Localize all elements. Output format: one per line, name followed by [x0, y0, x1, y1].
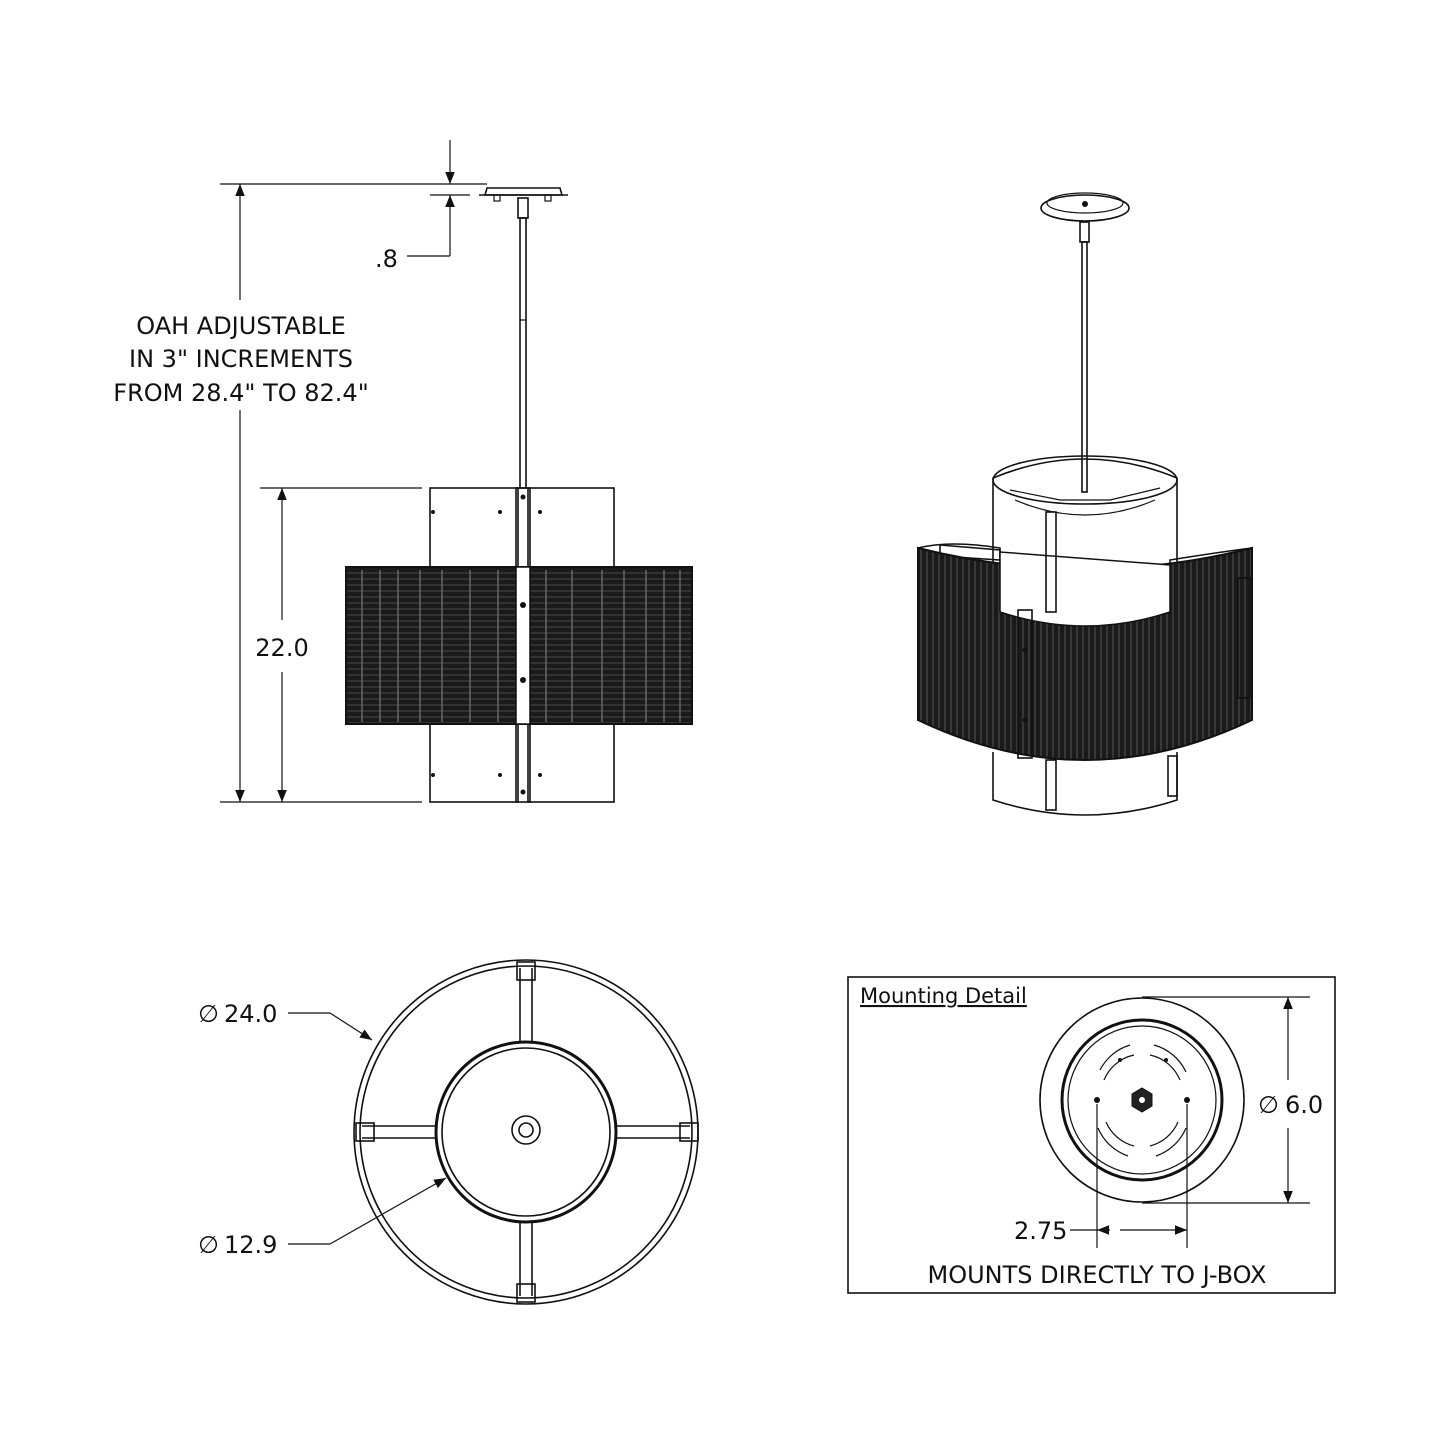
- oah-note-line-3: FROM 28.4" TO 82.4": [113, 379, 368, 407]
- outer-diameter-label: 24.0: [224, 1000, 277, 1028]
- mounting-detail-title: Mounting Detail: [860, 984, 1027, 1008]
- canopy-diameter-symbol: 6.0: [1285, 1091, 1323, 1119]
- stem: [517, 197, 529, 489]
- mounting-detail-frame: [847, 976, 1336, 1294]
- mounting-detail: Mounting Detail 6.0 ∅: [847, 976, 1336, 1294]
- bottom-view: ∅ 24.0 ∅ 12.9: [198, 959, 699, 1305]
- oah-note-line-1: OAH ADJUSTABLE: [136, 312, 346, 340]
- isometric-view: [917, 192, 1253, 816]
- inner-diameter-symbol: ∅: [198, 1231, 219, 1259]
- fixture-height-label: 22.0: [255, 634, 308, 662]
- outer-diameter-symbol: ∅: [198, 1000, 219, 1028]
- inner-diameter-label: 12.9: [224, 1231, 277, 1259]
- jbox-note: MOUNTS DIRECTLY TO J-BOX: [928, 1261, 1267, 1289]
- canopy-diameter-glyph: ∅: [1258, 1091, 1279, 1119]
- oah-note-line-2: IN 3" INCREMENTS: [129, 345, 353, 373]
- hole-spacing-label: 2.75: [1014, 1217, 1067, 1245]
- canopy: [479, 187, 568, 202]
- canopy-height-label: .8: [375, 245, 398, 273]
- outer-shade: [345, 566, 693, 725]
- front-view: .8 OAH ADJUSTABLE IN 3" INCREMENTS FROM …: [113, 140, 693, 803]
